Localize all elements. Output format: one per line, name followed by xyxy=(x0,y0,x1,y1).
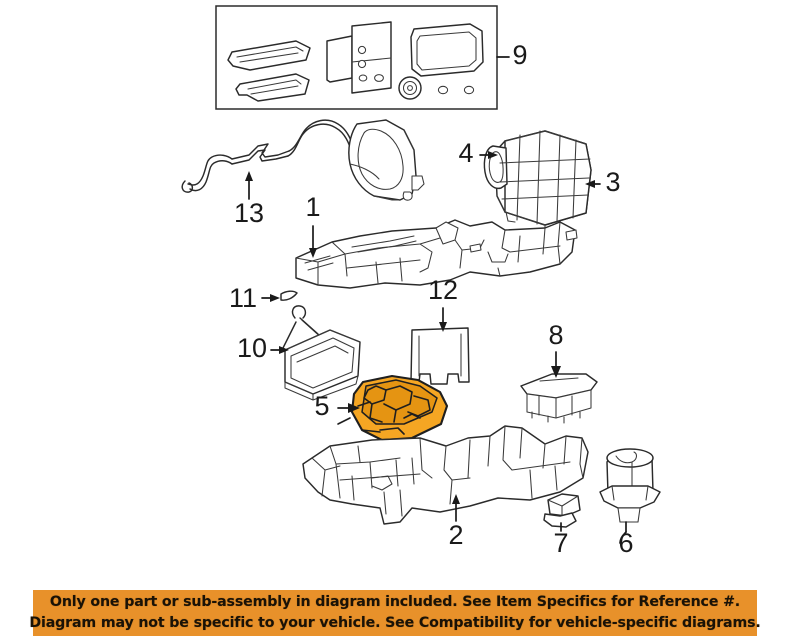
callout-4: 4 xyxy=(458,138,473,168)
part-2-lower-case: 2 xyxy=(302,425,589,550)
part-blower-scroll xyxy=(348,119,425,201)
callout-5: 5 xyxy=(314,391,329,421)
inset-button-2 xyxy=(463,85,475,95)
inset-display-bezel xyxy=(410,23,484,77)
part-11-clip: 11 xyxy=(229,283,298,313)
inset-vent-lower xyxy=(235,73,310,102)
callout-2: 2 xyxy=(448,520,463,550)
callout-1: 1 xyxy=(305,192,320,222)
part-7-resistor: 7 xyxy=(543,493,581,558)
callout-10: 10 xyxy=(237,333,267,363)
inset-bracket xyxy=(326,21,392,94)
callout-8: 8 xyxy=(548,320,563,350)
part-1-upper-case: 1 xyxy=(295,192,578,289)
callout-6: 6 xyxy=(618,528,633,558)
part-6-blower-motor: 6 xyxy=(599,448,661,558)
callout-12: 12 xyxy=(428,275,458,305)
inset-vent-upper xyxy=(227,40,311,71)
part-3-evaporator-core: 4 3 xyxy=(458,130,621,232)
part-5-highlighted-assembly: 5 xyxy=(314,374,449,442)
callout-9: 9 xyxy=(512,40,527,70)
banner-line-2: Diagram may not be specific to your vehi… xyxy=(29,615,761,631)
part-10-heater-core: 10 xyxy=(237,305,361,401)
inset-button-1 xyxy=(437,85,449,95)
part-13-vacuum-harness: 13 xyxy=(181,119,370,228)
inset-knob xyxy=(398,76,422,100)
banner-line-1: Only one part or sub-assembly in diagram… xyxy=(49,594,741,610)
inset-assembly-box: 9 xyxy=(215,5,528,110)
callout-13: 13 xyxy=(234,198,264,228)
callout-3: 3 xyxy=(605,167,620,197)
disclaimer-banner: Only one part or sub-assembly in diagram… xyxy=(29,590,761,636)
part-12-door-panel: 12 xyxy=(410,275,470,385)
part-8-cover-panel: 8 xyxy=(520,320,598,424)
callout-7: 7 xyxy=(553,528,568,558)
callout-11: 11 xyxy=(229,283,257,313)
